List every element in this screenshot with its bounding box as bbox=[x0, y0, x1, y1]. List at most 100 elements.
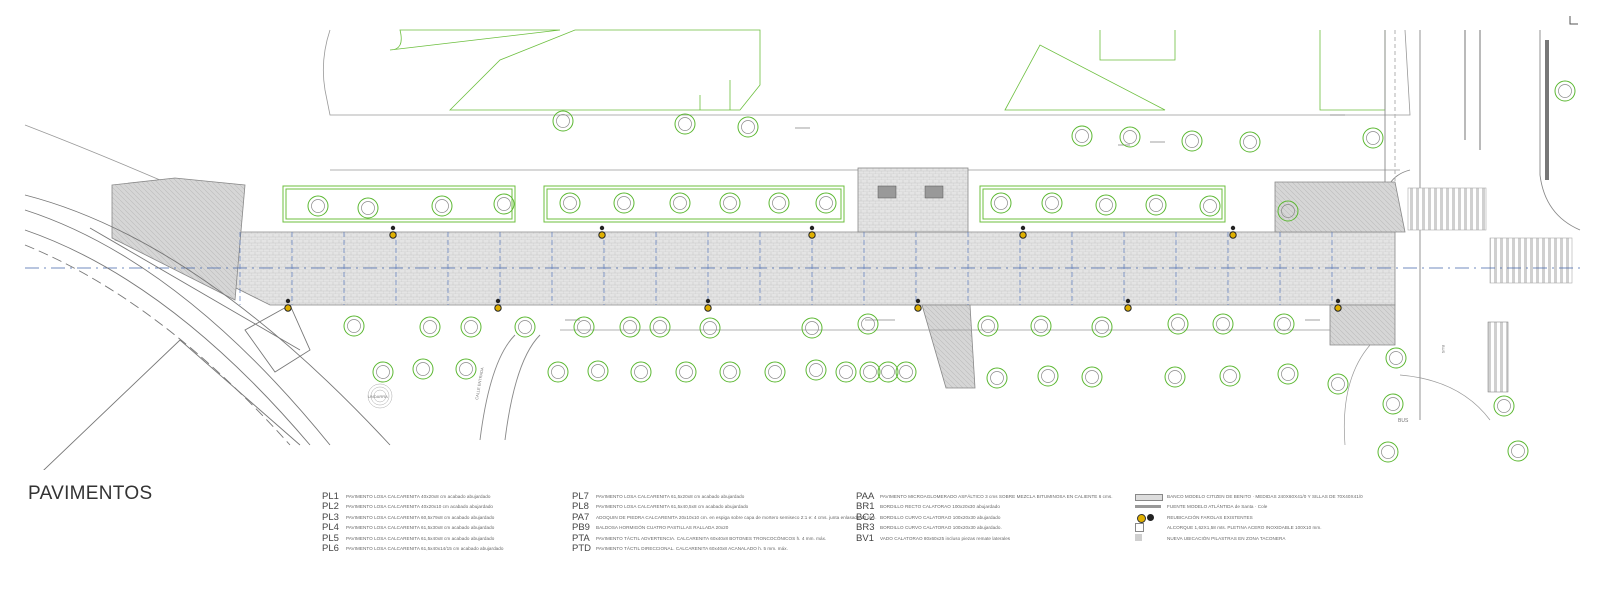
tree-icon bbox=[1145, 194, 1167, 216]
legend-description: ADOQUIN DE PIEDRA CALCARENITA 20x10x10 c… bbox=[596, 514, 877, 520]
tree-icon bbox=[859, 361, 881, 383]
legend-code: PL3 bbox=[322, 511, 339, 523]
tree-icon bbox=[1277, 363, 1299, 385]
tree-icon bbox=[675, 361, 697, 383]
tree-icon bbox=[801, 317, 823, 339]
legend-description: PAVIMENTO LOSA CALCARENITA 61,5x30x8 cm … bbox=[346, 525, 495, 531]
crosswalk-far-right bbox=[1489, 237, 1573, 284]
paving-joints bbox=[239, 232, 1333, 305]
legend-code: BC2 bbox=[856, 511, 875, 523]
street-label: CALLE ENTRADA bbox=[474, 367, 485, 401]
legend-description: BORDILLO RECTO CALATORAO 100x20x30 abuja… bbox=[880, 504, 1000, 510]
legend-code: PB9 bbox=[572, 522, 590, 534]
tree-icon bbox=[737, 116, 759, 138]
tree-icon bbox=[768, 192, 790, 214]
tree-icon bbox=[559, 192, 581, 214]
tree-icon bbox=[1382, 393, 1404, 415]
tree-icon bbox=[1385, 347, 1407, 369]
tree-icon bbox=[1095, 194, 1117, 216]
tree-icon bbox=[649, 316, 671, 338]
tree-group bbox=[307, 80, 1576, 463]
road-branch bbox=[479, 334, 541, 441]
road-edge bbox=[1545, 40, 1549, 180]
plaza-label: UNDARRA bbox=[368, 394, 388, 399]
legend-description: PAVIMENTO LOSA CALCARENITA 40x20x8 cm ac… bbox=[346, 493, 491, 499]
east-lower-paving bbox=[1329, 304, 1396, 346]
tree-icon bbox=[719, 361, 741, 383]
bus-label-2: BUS bbox=[1441, 345, 1446, 354]
legend-code: PL4 bbox=[322, 522, 339, 534]
lamp-icon bbox=[284, 298, 292, 312]
legend-description: PAVIMENTO MICROAGLOMERADO ASFÁLTICO 3 cm… bbox=[880, 493, 1113, 499]
legend-description: PAVIMENTO LOSA CALCARENITA 61,5x40x8 cm … bbox=[346, 535, 495, 541]
tree-icon bbox=[719, 192, 741, 214]
legend-item: REUBICACIÓN FAROLAS EXISTENTES bbox=[1133, 512, 1363, 523]
lamp-icon bbox=[1124, 298, 1132, 312]
lamp-icon bbox=[494, 298, 502, 312]
fountain-symbol bbox=[1133, 502, 1167, 511]
east-plaza-paving bbox=[1274, 181, 1406, 233]
legend-code: BR3 bbox=[856, 522, 875, 534]
tree-icon bbox=[587, 360, 609, 382]
ramp-paving bbox=[921, 304, 976, 389]
tree-icon bbox=[1219, 365, 1241, 387]
legend-description: PAVIMENTO LOSA CALCARENITA 61,5x20x8 cm … bbox=[596, 493, 745, 499]
tree-icon bbox=[1119, 126, 1141, 148]
legend-item: FUENTE MODELO ATLÁNTIDA de Santa · Cole bbox=[1133, 502, 1363, 513]
tree-icon bbox=[699, 317, 721, 339]
tree-icon bbox=[986, 367, 1008, 389]
tree-icon bbox=[1041, 192, 1063, 214]
legend-code: PL8 bbox=[572, 501, 589, 513]
legend-code: PA7 bbox=[572, 511, 590, 523]
legend-col-4: BANCO MODELO CITIZEN DE BENITO · MEDIDAS… bbox=[1133, 491, 1363, 544]
legend-item: PL3 PAVIMENTO LOSA CALCARENITA 60,5x79x8 … bbox=[322, 512, 504, 523]
corner-mark bbox=[1569, 16, 1578, 25]
tree-icon bbox=[514, 316, 536, 338]
tree-icon bbox=[357, 197, 379, 219]
legend-code: PL6 bbox=[322, 543, 339, 555]
tree-icon bbox=[1277, 200, 1299, 222]
tree-icon bbox=[977, 315, 999, 337]
road-ticks bbox=[565, 114, 1345, 321]
tree-icon bbox=[630, 361, 652, 383]
road-west bbox=[24, 194, 391, 470]
tree-icon bbox=[1212, 313, 1234, 335]
legend-description: PAVIMENTO LOSA CALCARENITA 61,5x40,5x8 c… bbox=[596, 504, 749, 510]
site-plan: UNDARRA CALLE ENTRADA BUS BUS bbox=[24, 16, 1581, 470]
tree-icon bbox=[990, 192, 1012, 214]
tree-icon bbox=[1377, 441, 1399, 463]
legend-code: PAA bbox=[856, 490, 875, 502]
legend-description: PAVIMENTO LOSA CALCARENITA 60,5x79x8 cm … bbox=[346, 514, 495, 520]
legend-item: PB9 BALDOSA HORMIGÓN CUATRO PASTILLAS RAL… bbox=[572, 522, 877, 534]
legend-description: REUBICACIÓN FAROLAS EXISTENTES bbox=[1167, 514, 1253, 520]
lamp-icon bbox=[1229, 225, 1237, 239]
legend-description: BALDOSA HORMIGÓN CUATRO PASTILLAS RALLAD… bbox=[596, 525, 729, 531]
tree-icon bbox=[674, 113, 696, 135]
legend-code: PTD bbox=[572, 543, 591, 555]
lamp-group bbox=[284, 225, 1342, 312]
tree-icon bbox=[1181, 130, 1203, 152]
tree-icon bbox=[1071, 125, 1093, 147]
legend-code: PL2 bbox=[322, 501, 339, 513]
center-plaza-paving bbox=[857, 167, 969, 233]
tree-icon bbox=[1199, 195, 1221, 217]
plaza-rings bbox=[367, 383, 393, 409]
tree-icon bbox=[547, 361, 569, 383]
tree-icon bbox=[573, 316, 595, 338]
legend-item: PL8 PAVIMENTO LOSA CALCARENITA 61,5x40,5x… bbox=[572, 501, 877, 513]
tree-icon bbox=[552, 110, 574, 132]
legend-description: NUEVA UBICACIÓN PILASTRAS EN ZONA TACONE… bbox=[1167, 535, 1286, 541]
tree-icon bbox=[1091, 316, 1113, 338]
lamp-icon bbox=[1334, 298, 1342, 312]
tree-icon bbox=[412, 358, 434, 380]
legend-description: BANCO MODELO CITIZEN DE BENITO · MEDIDAS… bbox=[1167, 493, 1363, 499]
lamp-icon bbox=[808, 225, 816, 239]
legend-description: VADO CALATORAO 80x60x25 incluso piezas r… bbox=[880, 535, 1011, 541]
tree-icon bbox=[835, 361, 857, 383]
top-blocks bbox=[24, 29, 1411, 181]
